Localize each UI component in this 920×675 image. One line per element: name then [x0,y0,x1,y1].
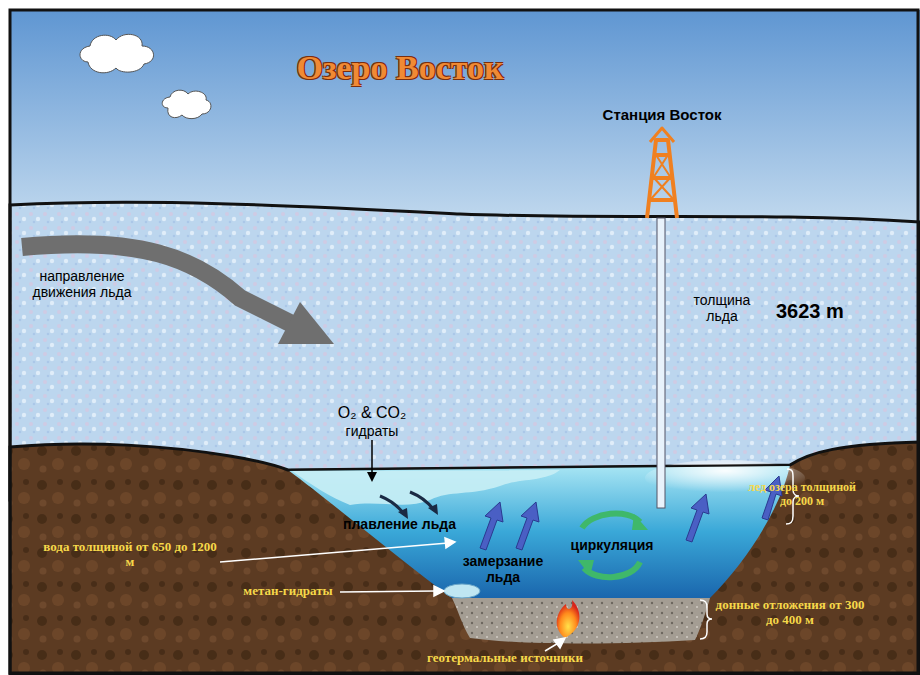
circulation-label: циркуляция [571,537,654,553]
label-box: плавление льда [343,516,456,532]
frame [10,10,918,673]
drill-tower [647,128,677,218]
leader-lines-part [445,538,455,548]
water-note: вода толщиной от 650 до 1200 м [43,540,218,570]
brackets-part [700,600,712,639]
bottom-sediments [452,598,710,644]
cloud [80,34,154,72]
hydrate-leader-head [367,472,377,482]
freezing-label: замерзание льда [457,553,549,585]
methane-hydrate [444,584,480,598]
title: Озеро Восток [296,48,503,87]
leader-lines-part [220,543,448,562]
borehole [657,218,665,508]
label-box: направление движения льда [20,268,145,300]
label-box: геотермальные источники [427,651,583,666]
melting-arrows [380,492,438,519]
drill-tower-part [647,140,677,218]
dimension: 3623 m [776,300,844,323]
flow-label: направление движения льда [20,268,145,300]
freezing-arrows-part [480,502,503,550]
ice-water-boundary [288,465,790,470]
label-box: циркуляция [571,537,654,553]
label-box: гидраты [346,423,399,439]
leader-lines-part [340,591,436,592]
leader-lines-part [554,638,565,648]
ice-flow-arrow-part [278,302,334,344]
circulation-head [632,514,648,530]
cloud-part [80,34,154,72]
station-name: Станция Восток [603,106,722,123]
label-box: Станция Восток [603,106,722,123]
geothermal-source [557,600,580,638]
label-box: O₂ & CO₂ [338,404,406,422]
label-box: замерзание льда [457,553,549,585]
gas-label: O₂ & CO₂ [338,404,406,422]
drill-tower-part [650,128,674,142]
circulation-arrows-part [582,513,640,528]
lake-ice-note: лед озера толщиной до 200 м [746,481,858,509]
title-box: Озеро Восток [296,48,503,87]
ice-flow-arrow-part [22,244,292,324]
bedrock [10,442,920,675]
label-box: вода толщиной от 650 до 1200 м [43,540,218,570]
freezing-arrows-part [516,502,539,550]
freezing-arrows-part [686,494,709,542]
label-box: лед озера толщиной до 200 м [746,481,858,509]
label-box: толщина льда [681,292,763,324]
leader-lines-part [434,586,444,596]
melting-arrows-part [428,504,438,515]
melting-label: плавление льда [343,516,456,532]
label-box: 3623 m [776,300,844,323]
cloud-part [162,90,211,118]
hydrate-note: метан-гидраты [243,584,332,599]
drill-tower-part [649,198,675,202]
sediment-note: донные отложения от 300 до 400 м [715,598,865,628]
hydrate-label: гидраты [346,423,399,439]
leader-lines [220,538,565,651]
circulation-head [578,560,594,576]
label-box: донные отложения от 300 до 400 м [715,598,865,628]
label-box: метан-гидраты [243,584,332,599]
thickness-label: толщина льда [681,292,763,324]
drill-tower-part [650,155,674,200]
borehole-part [657,218,665,508]
cloud [162,90,211,118]
sky [10,10,920,230]
geothermal-note: геотермальные источники [427,651,583,666]
